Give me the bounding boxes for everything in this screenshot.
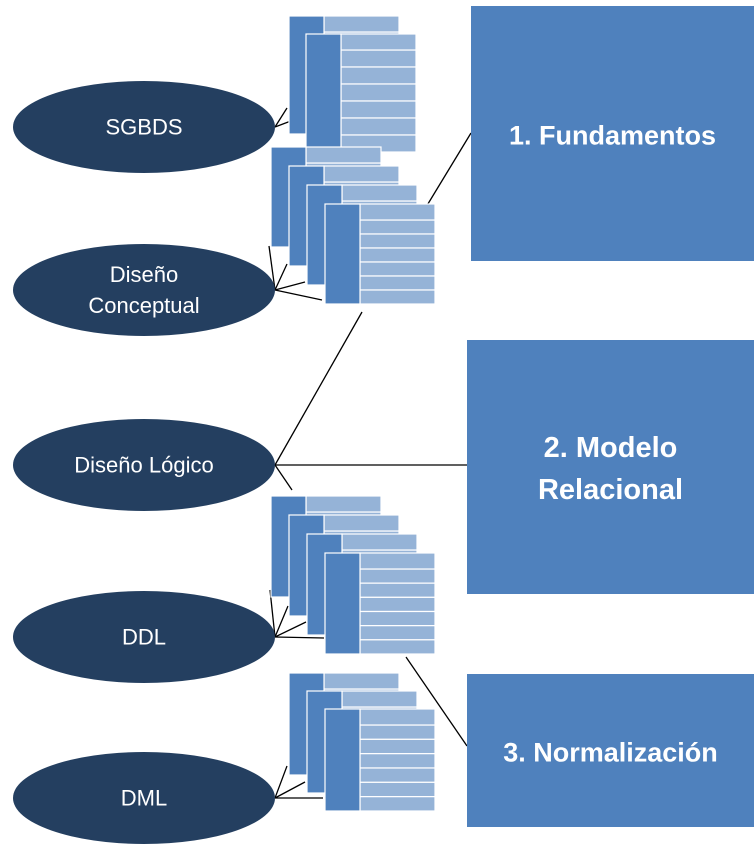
- node-diseno-logico: Diseño Lógico: [13, 419, 275, 511]
- connector-line: [274, 765, 288, 799]
- node-sgbds: SGBDS: [13, 81, 275, 173]
- section-box: [467, 674, 754, 827]
- doc-card: [324, 708, 436, 812]
- section-box: [471, 6, 754, 261]
- node-ellipse: [13, 752, 275, 844]
- connector-line: [405, 656, 468, 747]
- sgbds-cards: [288, 15, 417, 153]
- connector-line: [268, 245, 276, 291]
- connector-line: [274, 605, 289, 638]
- ddl-cards: [270, 495, 436, 655]
- doc-card: [324, 203, 436, 305]
- connector-line: [269, 589, 276, 638]
- section-box: [467, 340, 754, 594]
- node-label: SGBDS: [105, 115, 182, 140]
- dml-cards: [288, 672, 436, 812]
- node-dml: DML: [13, 752, 275, 844]
- node-label: Diseño Lógico: [74, 453, 213, 478]
- connector-line: [419, 132, 472, 218]
- node-ellipse: [13, 81, 275, 173]
- node-ellipse: [13, 244, 275, 336]
- doc-card: [324, 552, 436, 655]
- connector-line: [274, 289, 323, 301]
- section-normalizacion: 3. Normalización: [467, 674, 754, 827]
- connector-line: [274, 781, 306, 799]
- connector-lines: [268, 107, 472, 799]
- node-ellipse: [13, 591, 275, 683]
- section-title: 3. Normalización: [503, 738, 718, 768]
- node-label: DML: [121, 786, 167, 811]
- section-title: 1. Fundamentos: [509, 121, 716, 151]
- connector-line: [274, 107, 288, 128]
- card-stacks: [270, 15, 436, 812]
- section-title: Relacional: [538, 474, 683, 506]
- section-title: 2. Modelo: [544, 432, 678, 464]
- connector-line: [274, 263, 288, 291]
- connector-line: [274, 311, 363, 466]
- node-label: Diseño: [110, 262, 178, 287]
- node-ddl: DDL: [13, 591, 275, 683]
- node-label: Conceptual: [88, 293, 199, 318]
- connector-line: [274, 464, 293, 491]
- node-label: DDL: [122, 625, 166, 650]
- conceptual-cards: [270, 146, 436, 305]
- connector-line: [274, 636, 325, 639]
- connector-line: [274, 621, 307, 638]
- section-fundamentos: 1. Fundamentos: [471, 6, 754, 261]
- node-ellipse: [13, 419, 275, 511]
- doc-card: [305, 33, 417, 153]
- connector-line: [274, 281, 306, 291]
